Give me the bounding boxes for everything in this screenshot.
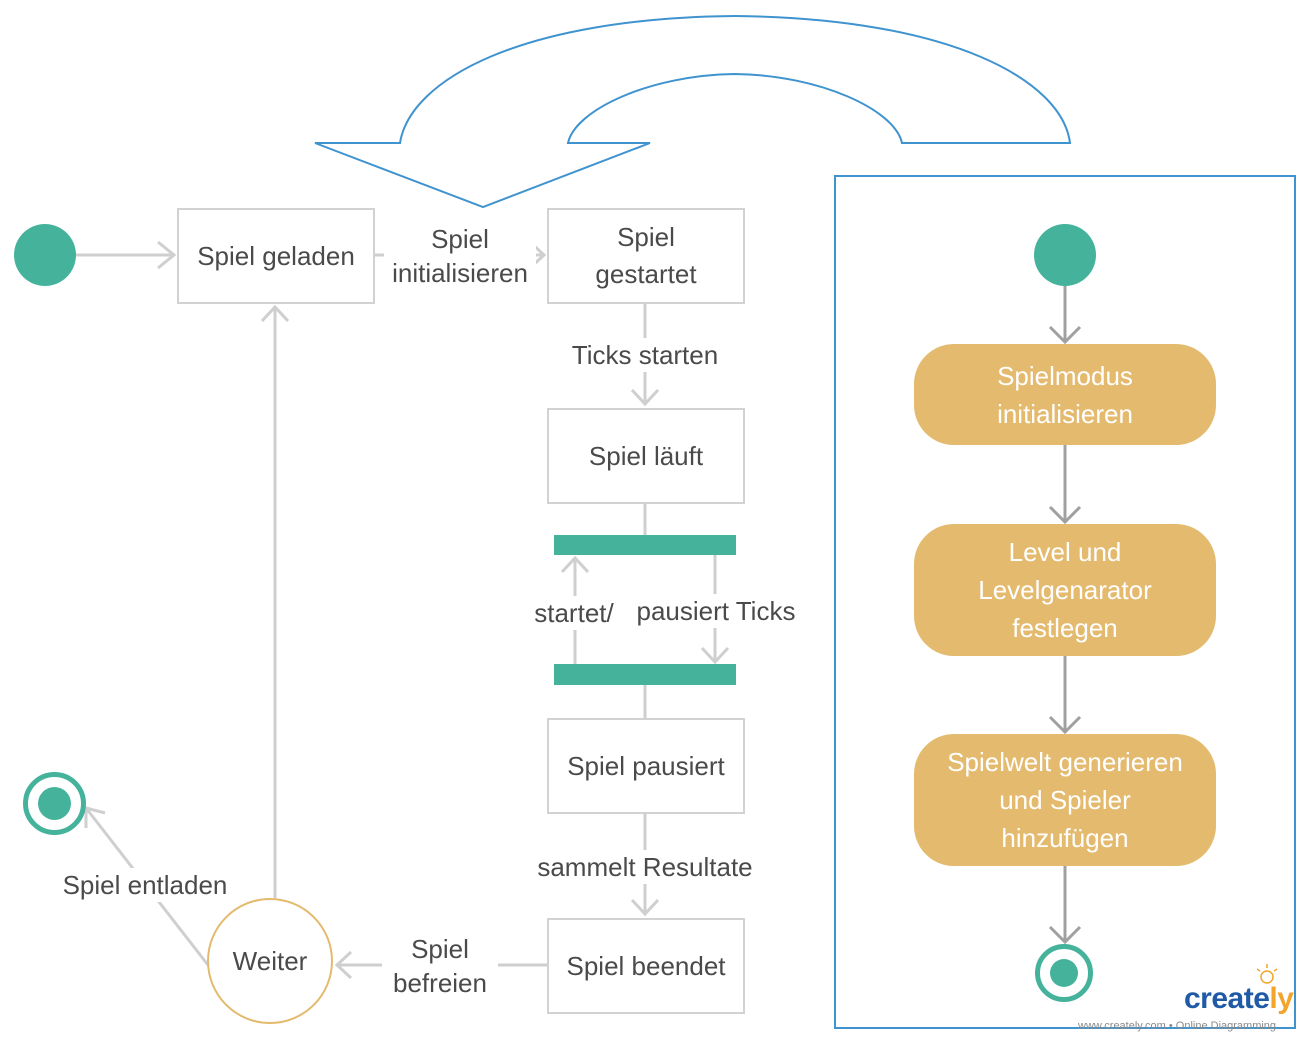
activity-spielwelt-generieren[interactable]: Spielwelt generieren und Spieler hinzufü…: [914, 734, 1216, 866]
curved-arrow-shape: [314, 14, 1072, 209]
arrowhead-end: [84, 806, 106, 828]
label-spiel-initialisieren: Spiel initialisieren: [384, 222, 536, 290]
label-pausiert-ticks: pausiert Ticks: [629, 594, 803, 628]
label-startet: startet/: [526, 596, 622, 630]
arrowhead-step1: [1048, 325, 1082, 345]
creately-logo-main: create: [1184, 982, 1270, 1015]
label-ticks-starten: Ticks starten: [560, 338, 730, 372]
state-spiel-gestartet[interactable]: Spiel gestartet: [547, 208, 745, 304]
arrowhead-weiter: [334, 950, 353, 980]
arrowhead-geladen: [157, 240, 177, 270]
label-spiel-entladen: Spiel entladen: [56, 868, 234, 902]
activity-level-festlegen[interactable]: Level und Levelgenarator festlegen: [914, 524, 1216, 656]
arrowhead-step2: [1048, 505, 1082, 525]
sub-final-node-core: [1050, 959, 1078, 987]
creately-logo-end: ly: [1269, 982, 1294, 1015]
creately-tagline: www.creately.com • Online Diagramming: [1078, 1020, 1277, 1032]
arrowhead-pausiert-ticks: [700, 646, 730, 665]
state-spiel-geladen[interactable]: Spiel geladen: [177, 208, 375, 304]
arrowhead-geladen-up: [260, 304, 290, 323]
final-node-core: [38, 787, 71, 820]
lightbulb-icon: [1256, 964, 1278, 984]
initial-node: [14, 224, 76, 286]
label-sammelt-resultate: sammelt Resultate: [528, 850, 762, 884]
sub-initial-node: [1034, 224, 1096, 286]
state-spiel-beendet[interactable]: Spiel beendet: [547, 918, 745, 1014]
label-spiel-befreien: Spiel befreien: [382, 932, 498, 1000]
arrowhead-laeuft: [630, 388, 660, 407]
state-spiel-pausiert[interactable]: Spiel pausiert: [547, 718, 745, 814]
sub-final-node: [1035, 944, 1093, 1002]
arrowhead-beendet: [630, 898, 660, 917]
activity-spielmodus-initialisieren[interactable]: Spielmodus initialisieren: [914, 344, 1216, 445]
arrowhead-step3: [1048, 715, 1082, 735]
state-spiel-laeuft[interactable]: Spiel läuft: [547, 408, 745, 504]
creately-logo: creately: [1184, 982, 1294, 1016]
fork-bar: [554, 535, 736, 555]
state-weiter[interactable]: Weiter: [207, 898, 333, 1024]
arrowhead-startet: [560, 555, 590, 574]
subprocess-frame: [834, 175, 1296, 1029]
final-node: [23, 772, 86, 835]
arrowhead-sub-end: [1048, 925, 1082, 945]
join-bar: [554, 664, 736, 685]
